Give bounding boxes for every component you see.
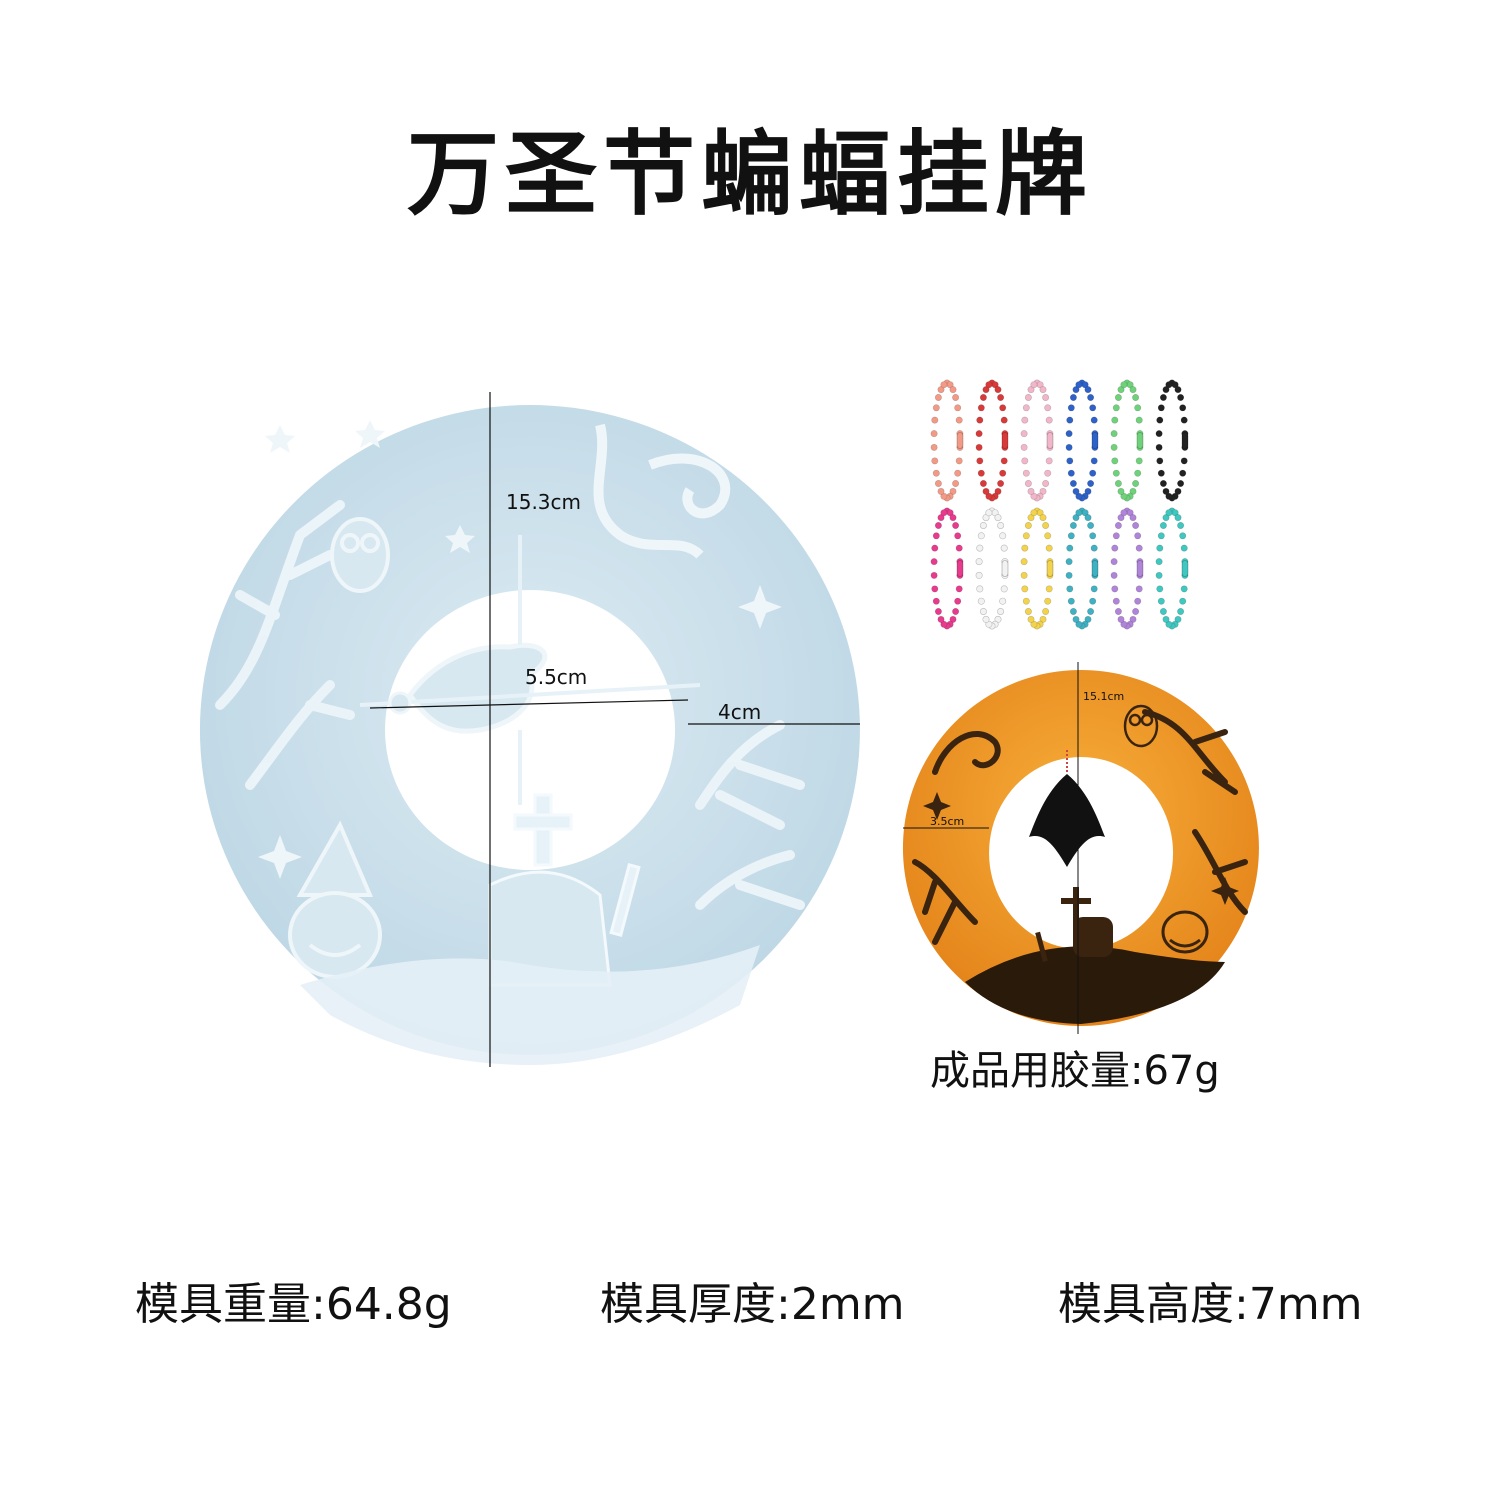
bat-pendant-relief (359, 535, 701, 805)
grave-relief (488, 793, 641, 987)
mold-ring-width-label: 4cm (718, 700, 762, 724)
spec-weight: 模具重量:64.8g (135, 1279, 452, 1330)
silicone-mold-image (199, 405, 860, 1065)
ball-chain (1065, 379, 1099, 502)
ball-chain (1155, 507, 1189, 630)
ball-chain (1155, 379, 1189, 502)
ball-chain (1110, 507, 1144, 630)
finished-ring-width-label: 3.5cm (930, 815, 965, 828)
owl-relief (330, 517, 390, 593)
spec-thickness: 模具厚度:2mm (600, 1279, 905, 1330)
finished-diameter-label: 15.1cm (1083, 690, 1125, 703)
ball-chains-image (930, 379, 1189, 630)
finished-resin-image (902, 662, 1259, 1034)
ball-chain (930, 379, 964, 502)
star-reliefs (258, 420, 782, 879)
ball-chain (1065, 507, 1099, 630)
ball-chain (1110, 379, 1144, 502)
page-title: 万圣节蝙蝠挂牌 (406, 121, 1093, 228)
hanging-bat (1029, 774, 1105, 867)
resin-amount-text: 成品用胶量:67g (930, 1048, 1220, 1094)
mold-diameter-label: 15.3cm (506, 490, 582, 514)
ball-chain (1020, 507, 1054, 630)
ball-chain (930, 507, 964, 630)
ball-chain (1020, 379, 1054, 502)
ball-chain (975, 507, 1009, 630)
spec-height: 模具高度:7mm (1058, 1279, 1363, 1330)
mold-inner-label: 5.5cm (525, 665, 588, 689)
ball-chain (975, 379, 1009, 502)
